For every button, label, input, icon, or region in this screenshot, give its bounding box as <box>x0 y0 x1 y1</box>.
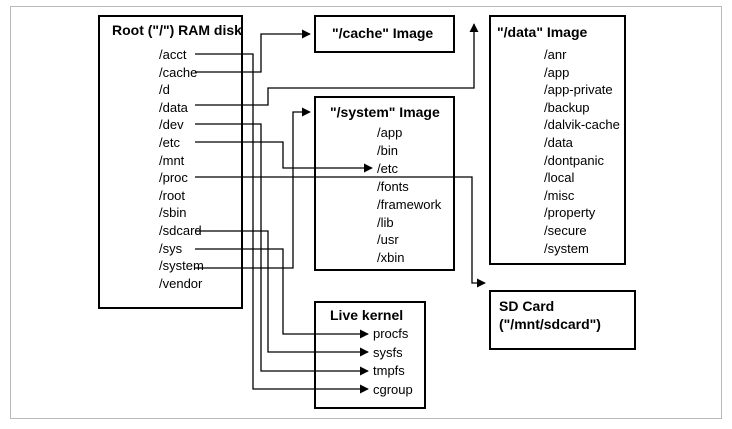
cache-image-title: "/cache" Image <box>332 25 434 41</box>
system-image-item: /xbin <box>377 250 405 266</box>
live-kernel-item: tmpfs <box>373 363 405 379</box>
root-ramdisk-item: /d <box>159 82 170 98</box>
root-ramdisk-box <box>98 15 243 309</box>
wire-system-to-system <box>195 107 311 269</box>
root-ramdisk-item: /sdcard <box>159 223 202 238</box>
root-ramdisk-item: /sbin <box>159 205 187 221</box>
wire-etc-to-etc <box>195 141 373 173</box>
wire-dev-to-tmpfs <box>195 123 369 376</box>
wire-data-to-data <box>195 23 479 106</box>
root-ramdisk-item: /root <box>159 187 186 203</box>
root-ramdisk-item: /proc <box>159 170 188 186</box>
system-image-item: /etc <box>377 160 398 176</box>
data-image-item: /backup <box>544 99 590 115</box>
system-image-item: /fonts <box>377 178 409 194</box>
live-kernel-item: sysfs <box>373 344 403 360</box>
data-image-item: /secure <box>544 223 587 238</box>
wire-sys-to-sdcard <box>195 248 369 339</box>
wire-sdcard-to-sysfs <box>195 230 369 357</box>
root-ramdisk-item: /cache <box>159 64 198 80</box>
root-ramdisk-item: /sys <box>159 240 183 256</box>
live-kernel-title: Live kernel <box>330 307 404 323</box>
system-image-title: "/system" Image <box>330 104 440 120</box>
system-image-item: /bin <box>377 142 398 158</box>
system-image-item: /usr <box>377 232 399 248</box>
root-ramdisk-item: /vendor <box>159 275 203 291</box>
data-image-item: /misc <box>544 187 575 203</box>
system-image-box <box>314 96 455 271</box>
data-image-item: /anr <box>544 47 567 62</box>
sdcard-title-line2: ("/mnt/sdcard") <box>499 316 601 332</box>
live-kernel-item: cgroup <box>373 382 413 398</box>
root-ramdisk-item: /data <box>159 99 188 115</box>
data-image-item: /app-private <box>544 82 613 98</box>
live-kernel-item: procfs <box>373 326 409 341</box>
root-ramdisk-item: /etc <box>159 135 180 150</box>
cache-image-box <box>314 15 455 53</box>
data-image-box <box>489 15 626 265</box>
root-ramdisk-item: /system <box>159 258 204 274</box>
wire-acct-to-cgroup <box>195 53 369 394</box>
data-image-item: /app <box>544 64 570 80</box>
diagram-frame <box>10 6 722 419</box>
sdcard-box <box>489 290 636 350</box>
live-kernel-box <box>314 301 426 409</box>
sdcard-title-line1: SD Card <box>499 298 555 314</box>
system-image-item: /lib <box>377 214 394 230</box>
data-image-item: /local <box>544 170 575 186</box>
root-ramdisk-title: Root ("/") RAM disk <box>112 22 242 38</box>
system-image-item: /app <box>377 125 403 140</box>
data-image-title: "/data" Image <box>497 24 588 40</box>
wire-cache-to-cache <box>195 29 311 73</box>
data-image-item: /dontpanic <box>544 152 604 168</box>
root-ramdisk-item: /dev <box>159 117 184 133</box>
wire-proc-to-procfs <box>195 176 486 288</box>
data-image-item: /data <box>544 135 573 150</box>
system-image-item: /framework <box>377 196 442 212</box>
root-ramdisk-item: /mnt <box>159 152 185 168</box>
data-image-item: /dalvik-cache <box>544 117 620 133</box>
data-image-item: /system <box>544 240 589 256</box>
root-ramdisk-item: /acct <box>159 47 187 62</box>
data-image-item: /property <box>544 205 596 221</box>
